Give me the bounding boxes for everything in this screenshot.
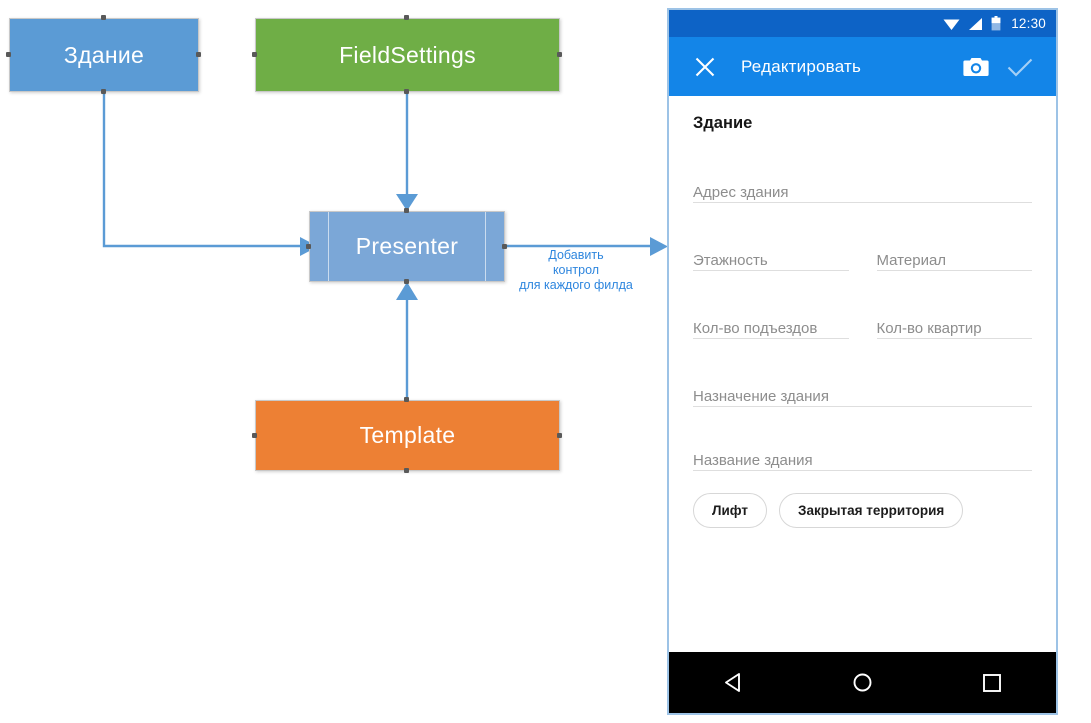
purpose-field[interactable]: Назначение здания [693,379,1032,407]
node-handle[interactable] [6,52,11,57]
node-handle[interactable] [404,15,409,20]
node-handle[interactable] [557,433,562,438]
signal-icon [969,17,983,30]
page-title: Здание [693,114,753,132]
camera-icon[interactable] [954,45,998,89]
node-handle[interactable] [404,397,409,402]
chip-group: Лифт Закрытая территория [693,493,1032,528]
app-bar-title: Редактировать [741,56,862,76]
node-handle[interactable] [101,15,106,20]
diagram-node-presenter-label: Presenter [355,233,459,259]
wifi-icon [943,19,960,30]
diagram-node-zdanie-label: Здание [63,41,145,68]
chip-elevator-label: Лифт [712,503,749,518]
building-name-field-placeholder: Название здания [693,452,813,469]
floors-field-placeholder: Этажность [693,252,768,269]
chip-closed-territory-label: Закрытая территория [798,503,945,518]
recents-square-icon[interactable] [962,663,1022,703]
node-handle[interactable] [404,468,409,473]
architecture-diagram: Здание FieldSettings Presenter Template … [6,15,667,473]
node-handle[interactable] [196,52,201,57]
address-field[interactable]: Адрес здания [693,175,1032,203]
node-handle[interactable] [557,52,562,57]
battery-icon [991,16,1001,31]
apartments-field[interactable]: Кол-во квартир [876,311,1032,339]
phone-mockup: 12:30 Редактировать Здание Адрес здания [667,8,1058,715]
node-handle[interactable] [252,52,257,57]
annotation-line-2: контрол [552,263,600,277]
annotation-line-1: Добавить [548,248,604,262]
material-field[interactable]: Материал [876,243,1032,271]
android-nav-bar [669,652,1056,713]
back-triangle-icon[interactable] [704,663,764,703]
diagram-node-template-label: Template [359,422,456,448]
material-field-placeholder: Материал [876,252,947,269]
diagram-node-zdanie[interactable]: Здание [9,18,199,92]
check-icon[interactable] [998,45,1042,89]
chip-closed-territory[interactable]: Закрытая территория [779,493,964,528]
building-name-field[interactable]: Название здания [693,443,1032,471]
chip-elevator[interactable]: Лифт [693,493,768,528]
home-circle-icon[interactable] [833,663,893,703]
close-icon[interactable] [693,55,717,79]
address-field-placeholder: Адрес здания [693,184,789,201]
node-handle[interactable] [404,89,409,94]
diagram-node-template[interactable]: Template [255,400,560,471]
connector-annotation: Добавить контрол для каждого филда [500,248,652,293]
node-handle[interactable] [404,279,409,284]
annotation-line-3: для каждого филда [519,278,633,292]
apartments-field-placeholder: Кол-во квартир [876,320,982,337]
node-handle[interactable] [101,89,106,94]
node-handle[interactable] [404,208,409,213]
field-row-floors-material: Этажность Материал [693,243,1032,271]
purpose-field-placeholder: Назначение здания [693,388,829,405]
diagram-node-fieldsettings-label: FieldSettings [339,41,476,68]
node-handle[interactable] [306,244,311,249]
diagram-connectors [102,92,667,400]
form-content: Здание Адрес здания Этажность Материал К… [669,96,1056,652]
field-row-entrances-apartments: Кол-во подъездов Кол-во квартир [693,311,1032,339]
status-bar-clock: 12:30 [1011,16,1046,31]
node-handle[interactable] [252,433,257,438]
floors-field[interactable]: Этажность [693,243,849,271]
node-handle[interactable] [502,244,507,249]
entrances-field-placeholder: Кол-во подъездов [693,320,818,337]
app-bar: Редактировать [669,37,1056,96]
entrances-field[interactable]: Кол-во подъездов [693,311,849,339]
diagram-node-presenter[interactable]: Presenter [309,211,505,282]
diagram-node-fieldsettings[interactable]: FieldSettings [255,18,560,92]
status-bar: 12:30 [669,10,1056,37]
